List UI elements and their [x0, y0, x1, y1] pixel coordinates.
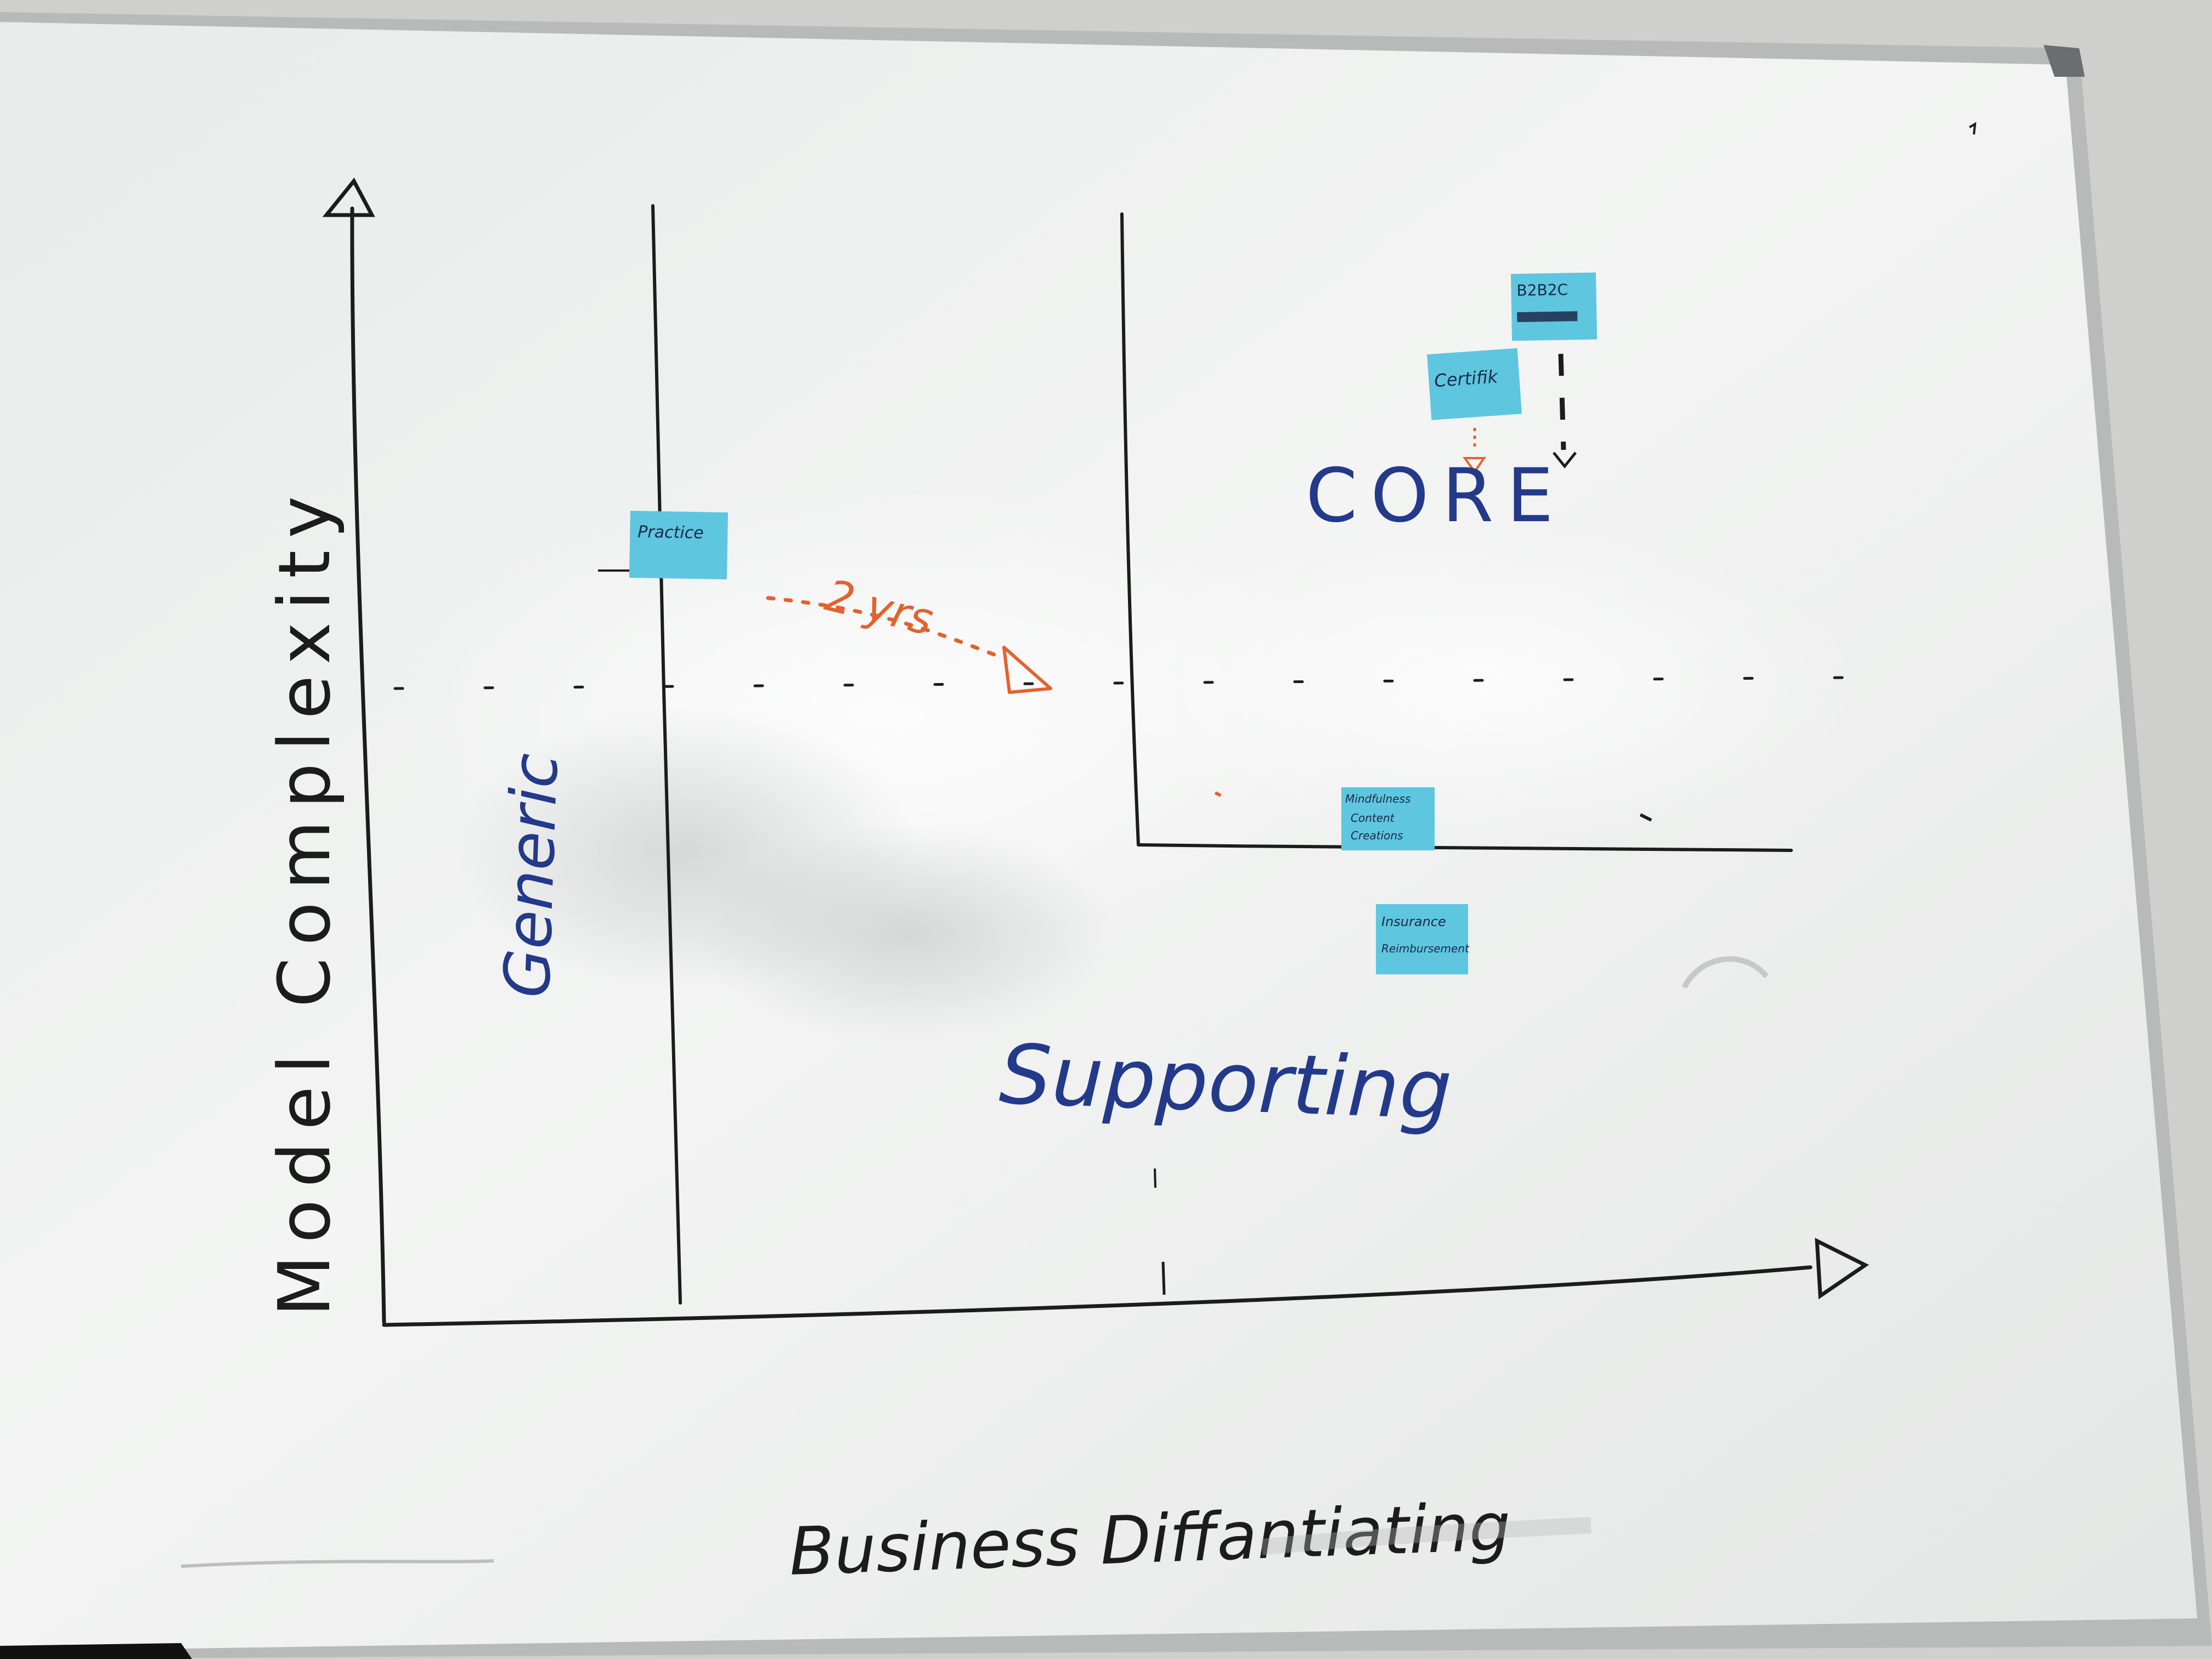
x-axis-arrowhead: [1815, 1238, 1869, 1300]
sticky-note-insurance[interactable]: Insurance Reimbursement: [1376, 904, 1470, 974]
sticky-note-mindfulness-line2: Content: [1351, 811, 1395, 825]
sticky-note-mindfulness-line3: Creations: [1351, 829, 1403, 842]
b2b2c-to-core-arrowhead: [1553, 452, 1577, 469]
sticky-note-mindfulness[interactable]: Mindfulness Content Creations: [1341, 787, 1435, 850]
certifik-to-core-arrowhead: [1463, 457, 1486, 474]
generic-divider-line: [651, 204, 682, 1305]
region-supporting-label: Supporting: [998, 1027, 1454, 1138]
stray-mark-2: [1968, 122, 1977, 135]
core-box-left-line: [1120, 212, 1140, 847]
x-axis: [382, 1238, 1869, 1327]
marker-tray-object: [0, 1643, 192, 1659]
sticky-note-b2b2c-scribble: [1517, 311, 1578, 323]
y-axis: [322, 177, 386, 1324]
stray-mark-3: [1639, 813, 1652, 822]
b2b2c-to-core-arrow: [1558, 353, 1566, 450]
y-axis-label: Model Complexity: [263, 484, 346, 1317]
y-axis-arrowhead: [322, 177, 375, 217]
migration-arrow: [766, 596, 1006, 661]
eraser-arc: [1681, 956, 1769, 989]
sticky-note-insurance-line2: Reimbursement: [1381, 942, 1470, 955]
region-generic-label: Generic: [490, 752, 572, 999]
stray-mark: [1214, 791, 1222, 797]
sticky-note-certifik[interactable]: Certifik: [1427, 348, 1522, 420]
sticky-note-b2b2c-text: B2B2C: [1516, 281, 1568, 300]
reflection-shadow-2: [697, 823, 1114, 1042]
region-core-label: CORE: [1306, 453, 1567, 539]
core-box-bottom-line: [1137, 843, 1793, 852]
sticky-note-b2b2c[interactable]: B2B2C: [1510, 272, 1598, 341]
frame-corner-cap: [2044, 45, 2085, 77]
glare-reflection-2: [1097, 521, 1865, 850]
sticky-note-mindfulness-line1: Mindfulness: [1345, 792, 1410, 805]
sticky-note-practice[interactable]: Practice: [629, 511, 728, 580]
sticky-note-practice-text: Practice: [637, 522, 704, 543]
sticky-note-certifik-text: Certifik: [1434, 366, 1499, 391]
smudge-2: [1261, 1517, 1592, 1555]
x-axis-tick: [1161, 1261, 1166, 1295]
sticky-note-insurance-line1: Insurance: [1381, 914, 1446, 929]
migration-arrowhead: [1002, 646, 1052, 694]
smudge: [180, 1559, 494, 1568]
